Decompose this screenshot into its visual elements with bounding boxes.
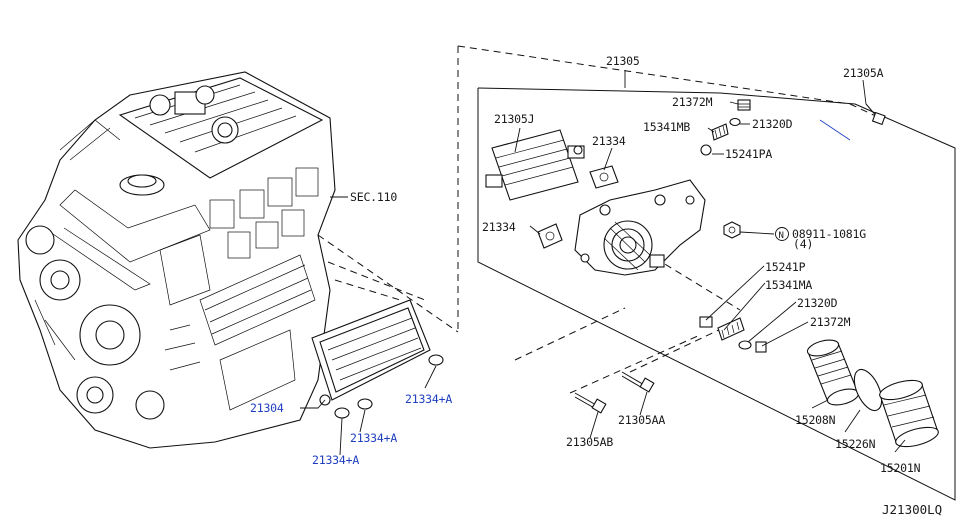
label-15341MB[interactable]: 15341MB bbox=[643, 120, 691, 134]
label-08911-prefix: N bbox=[779, 231, 784, 241]
label-15208N[interactable]: 15208N bbox=[795, 413, 836, 427]
label-21305AA[interactable]: 21305AA bbox=[618, 413, 666, 427]
oil-filter-element-15208N bbox=[806, 339, 860, 406]
label-section-ref[interactable]: SEC.110 bbox=[350, 190, 398, 204]
label-21372M-bot[interactable]: 21372M bbox=[810, 315, 851, 329]
label-21305AB[interactable]: 21305AB bbox=[566, 435, 614, 449]
label-21304[interactable]: 21304 bbox=[250, 401, 284, 415]
label-08911-number: 08911-1081G bbox=[792, 227, 866, 241]
label-21334-lower[interactable]: 21334 bbox=[482, 220, 516, 234]
leader-lines bbox=[300, 70, 906, 456]
label-21305[interactable]: 21305 bbox=[606, 54, 640, 68]
label-21334A-3[interactable]: 21334+A bbox=[312, 453, 360, 467]
oil-cooler-plate-21304 bbox=[311, 299, 431, 406]
label-21372M-top[interactable]: 21372M bbox=[672, 95, 713, 109]
label-21320D-bot[interactable]: 21320D bbox=[797, 296, 838, 310]
diagram-reference-code: J21300LQ bbox=[882, 502, 942, 517]
bolt-21305AB bbox=[574, 392, 607, 414]
label-15241PA[interactable]: 15241PA bbox=[725, 147, 773, 161]
o-ring-15226N bbox=[853, 368, 883, 412]
bolt-21305AA bbox=[621, 371, 655, 393]
relief-valve-parts-bottom bbox=[699, 316, 767, 353]
engine-block-illustration bbox=[17, 71, 336, 449]
label-15241P[interactable]: 15241P bbox=[765, 260, 806, 274]
label-15201N[interactable]: 15201N bbox=[880, 461, 921, 475]
assembly-outline-frame bbox=[477, 87, 956, 501]
filter-cap-15201N bbox=[879, 379, 939, 448]
label-08911-1081G[interactable]: N 08911-1081G (4) bbox=[775, 227, 867, 251]
oil-cooler-21305J bbox=[485, 129, 585, 201]
relief-valve-parts-top bbox=[700, 99, 751, 156]
label-21305J[interactable]: 21305J bbox=[494, 112, 535, 126]
label-21305A[interactable]: 21305A bbox=[843, 66, 884, 80]
label-21334A-2[interactable]: 21334+A bbox=[350, 431, 398, 445]
nut-08911-1081G bbox=[723, 221, 741, 239]
label-15341MA[interactable]: 15341MA bbox=[765, 278, 813, 292]
gasket-21334-lower bbox=[537, 223, 563, 249]
oil-filter-bracket-housing bbox=[574, 179, 706, 276]
label-08911-qty: (4) bbox=[793, 237, 813, 251]
label-15226N[interactable]: 15226N bbox=[835, 437, 876, 451]
label-21334-top[interactable]: 21334 bbox=[592, 134, 626, 148]
bolt-21305A bbox=[865, 103, 886, 126]
o-rings-21334A bbox=[334, 354, 444, 419]
label-21320D-top[interactable]: 21320D bbox=[752, 117, 793, 131]
label-21334A-1[interactable]: 21334+A bbox=[405, 392, 453, 406]
